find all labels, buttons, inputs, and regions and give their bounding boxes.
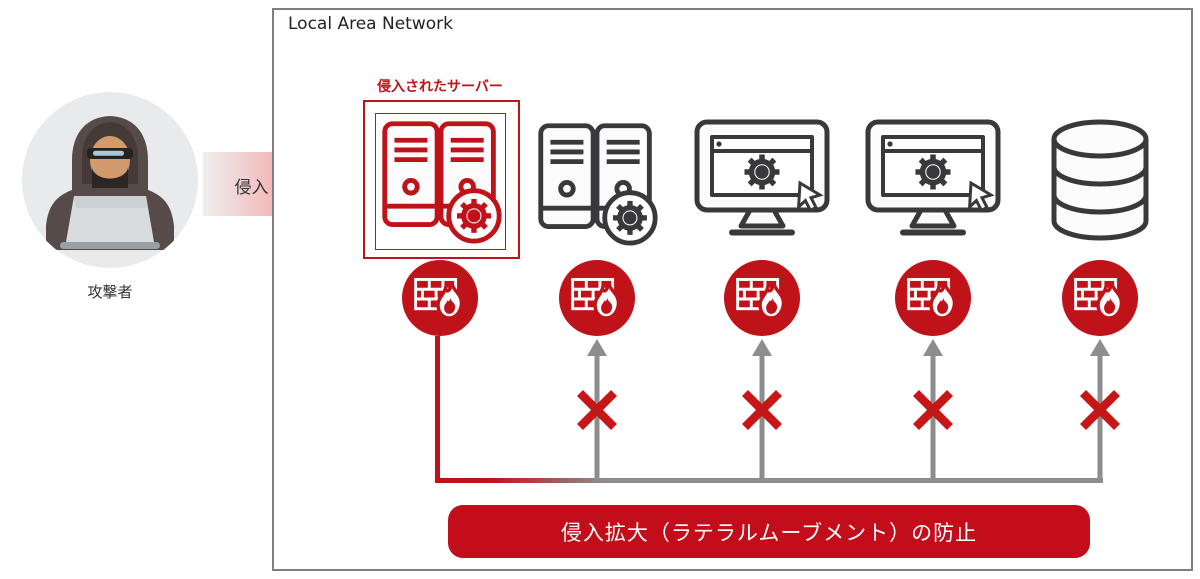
x-icon [574,387,620,433]
server-icon [533,118,661,246]
firewall-icon [558,259,636,337]
lan-title: Local Area Network [288,14,453,34]
compromised-connector-line [435,336,440,482]
pc-icon [863,118,1003,240]
hacker-icon [22,92,198,268]
firewall-icon [723,259,801,337]
compromised-server-icon [377,116,505,244]
intrusion-arrow-label: 侵入 [234,178,269,198]
attacker-label: 攻撃者 [87,283,133,301]
firewall-icon [1061,259,1139,337]
x-icon [739,387,785,433]
lateral-movement-line [435,478,1103,483]
prevention-banner-label: 侵入拡大（ラテラルムーブメント）の防止 [560,520,978,545]
database-icon [1048,117,1152,243]
pc-icon [692,118,832,240]
x-icon [1077,387,1123,433]
x-icon [910,387,956,433]
compromised-server-frame [363,100,520,259]
compromised-server-inner-frame [375,113,506,250]
prevention-banner: 侵入拡大（ラテラルムーブメント）の防止 [448,505,1090,558]
firewall-icon [401,259,479,337]
compromised-server-label: 侵入されたサーバー [377,79,503,95]
firewall-icon [894,259,972,337]
